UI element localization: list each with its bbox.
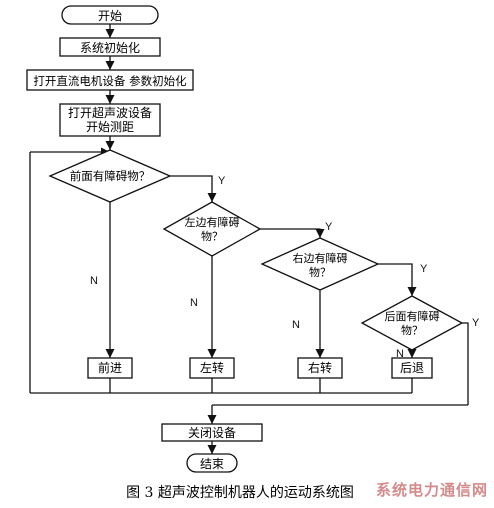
decision-right: 右边有障碍 物？: [260, 237, 380, 291]
no-label-back: N: [396, 348, 404, 360]
init-box: 系统初始化: [59, 37, 161, 57]
end-terminator: 结束: [186, 453, 238, 473]
decision-left: 左边有障碍 物？: [162, 201, 262, 257]
forward-label: 前进: [98, 360, 122, 375]
turn-right-box: 右转: [297, 357, 343, 379]
sonar-box: 打开超声波设备 开始测距: [59, 103, 161, 137]
decision-front-label: 前面有障碍物？: [70, 169, 151, 183]
no-label-front: N: [90, 275, 98, 287]
init-label: 系统初始化: [80, 41, 140, 55]
sonar-label-line1: 打开超声波设备: [68, 105, 152, 120]
close-label: 关闭设备: [188, 426, 236, 440]
no-label-left: N: [190, 297, 198, 309]
turn-left-label: 左转: [200, 360, 224, 375]
start-terminator: 开始: [61, 5, 159, 25]
motor-init-label: 打开直流电机设备 参数初始化: [33, 74, 187, 88]
start-label: 开始: [98, 9, 122, 23]
turn-left-box: 左转: [189, 357, 235, 379]
branch-labels: Y Y Y Y N N N N: [90, 175, 480, 360]
close-box: 关闭设备: [161, 423, 263, 442]
backward-box: 后退: [391, 357, 433, 379]
decision-left-label-line2: 物？: [201, 229, 223, 243]
watermark: 系统电力通信网: [375, 481, 488, 499]
decision-front: 前面有障碍物？: [48, 149, 172, 203]
decision-back-label-line2: 物？: [401, 323, 423, 337]
sonar-label-line2: 开始测距: [86, 120, 134, 134]
end-label: 结束: [200, 457, 224, 471]
yes-label-right: Y: [420, 263, 428, 275]
figure-caption: 图 3 超声波控制机器人的运动系统图: [126, 485, 354, 501]
decision-back: 后面有障碍 物？: [360, 295, 464, 351]
decision-right-label-line2: 物？: [309, 265, 331, 279]
motor-init-box: 打开直流电机设备 参数初始化: [26, 69, 194, 91]
connectors: [29, 24, 469, 454]
yes-label-front: Y: [218, 175, 226, 187]
decision-left-label-line1: 左边有障碍: [185, 215, 240, 229]
yes-label-back: Y: [472, 317, 480, 329]
decision-back-label-line1: 后面有障碍: [385, 309, 440, 323]
backward-label: 后退: [400, 361, 424, 375]
forward-box: 前进: [87, 357, 133, 379]
turn-right-label: 右转: [308, 360, 332, 375]
no-label-right: N: [292, 319, 300, 331]
yes-label-left: Y: [325, 221, 333, 233]
decision-right-label-line1: 右边有障碍: [293, 251, 348, 265]
